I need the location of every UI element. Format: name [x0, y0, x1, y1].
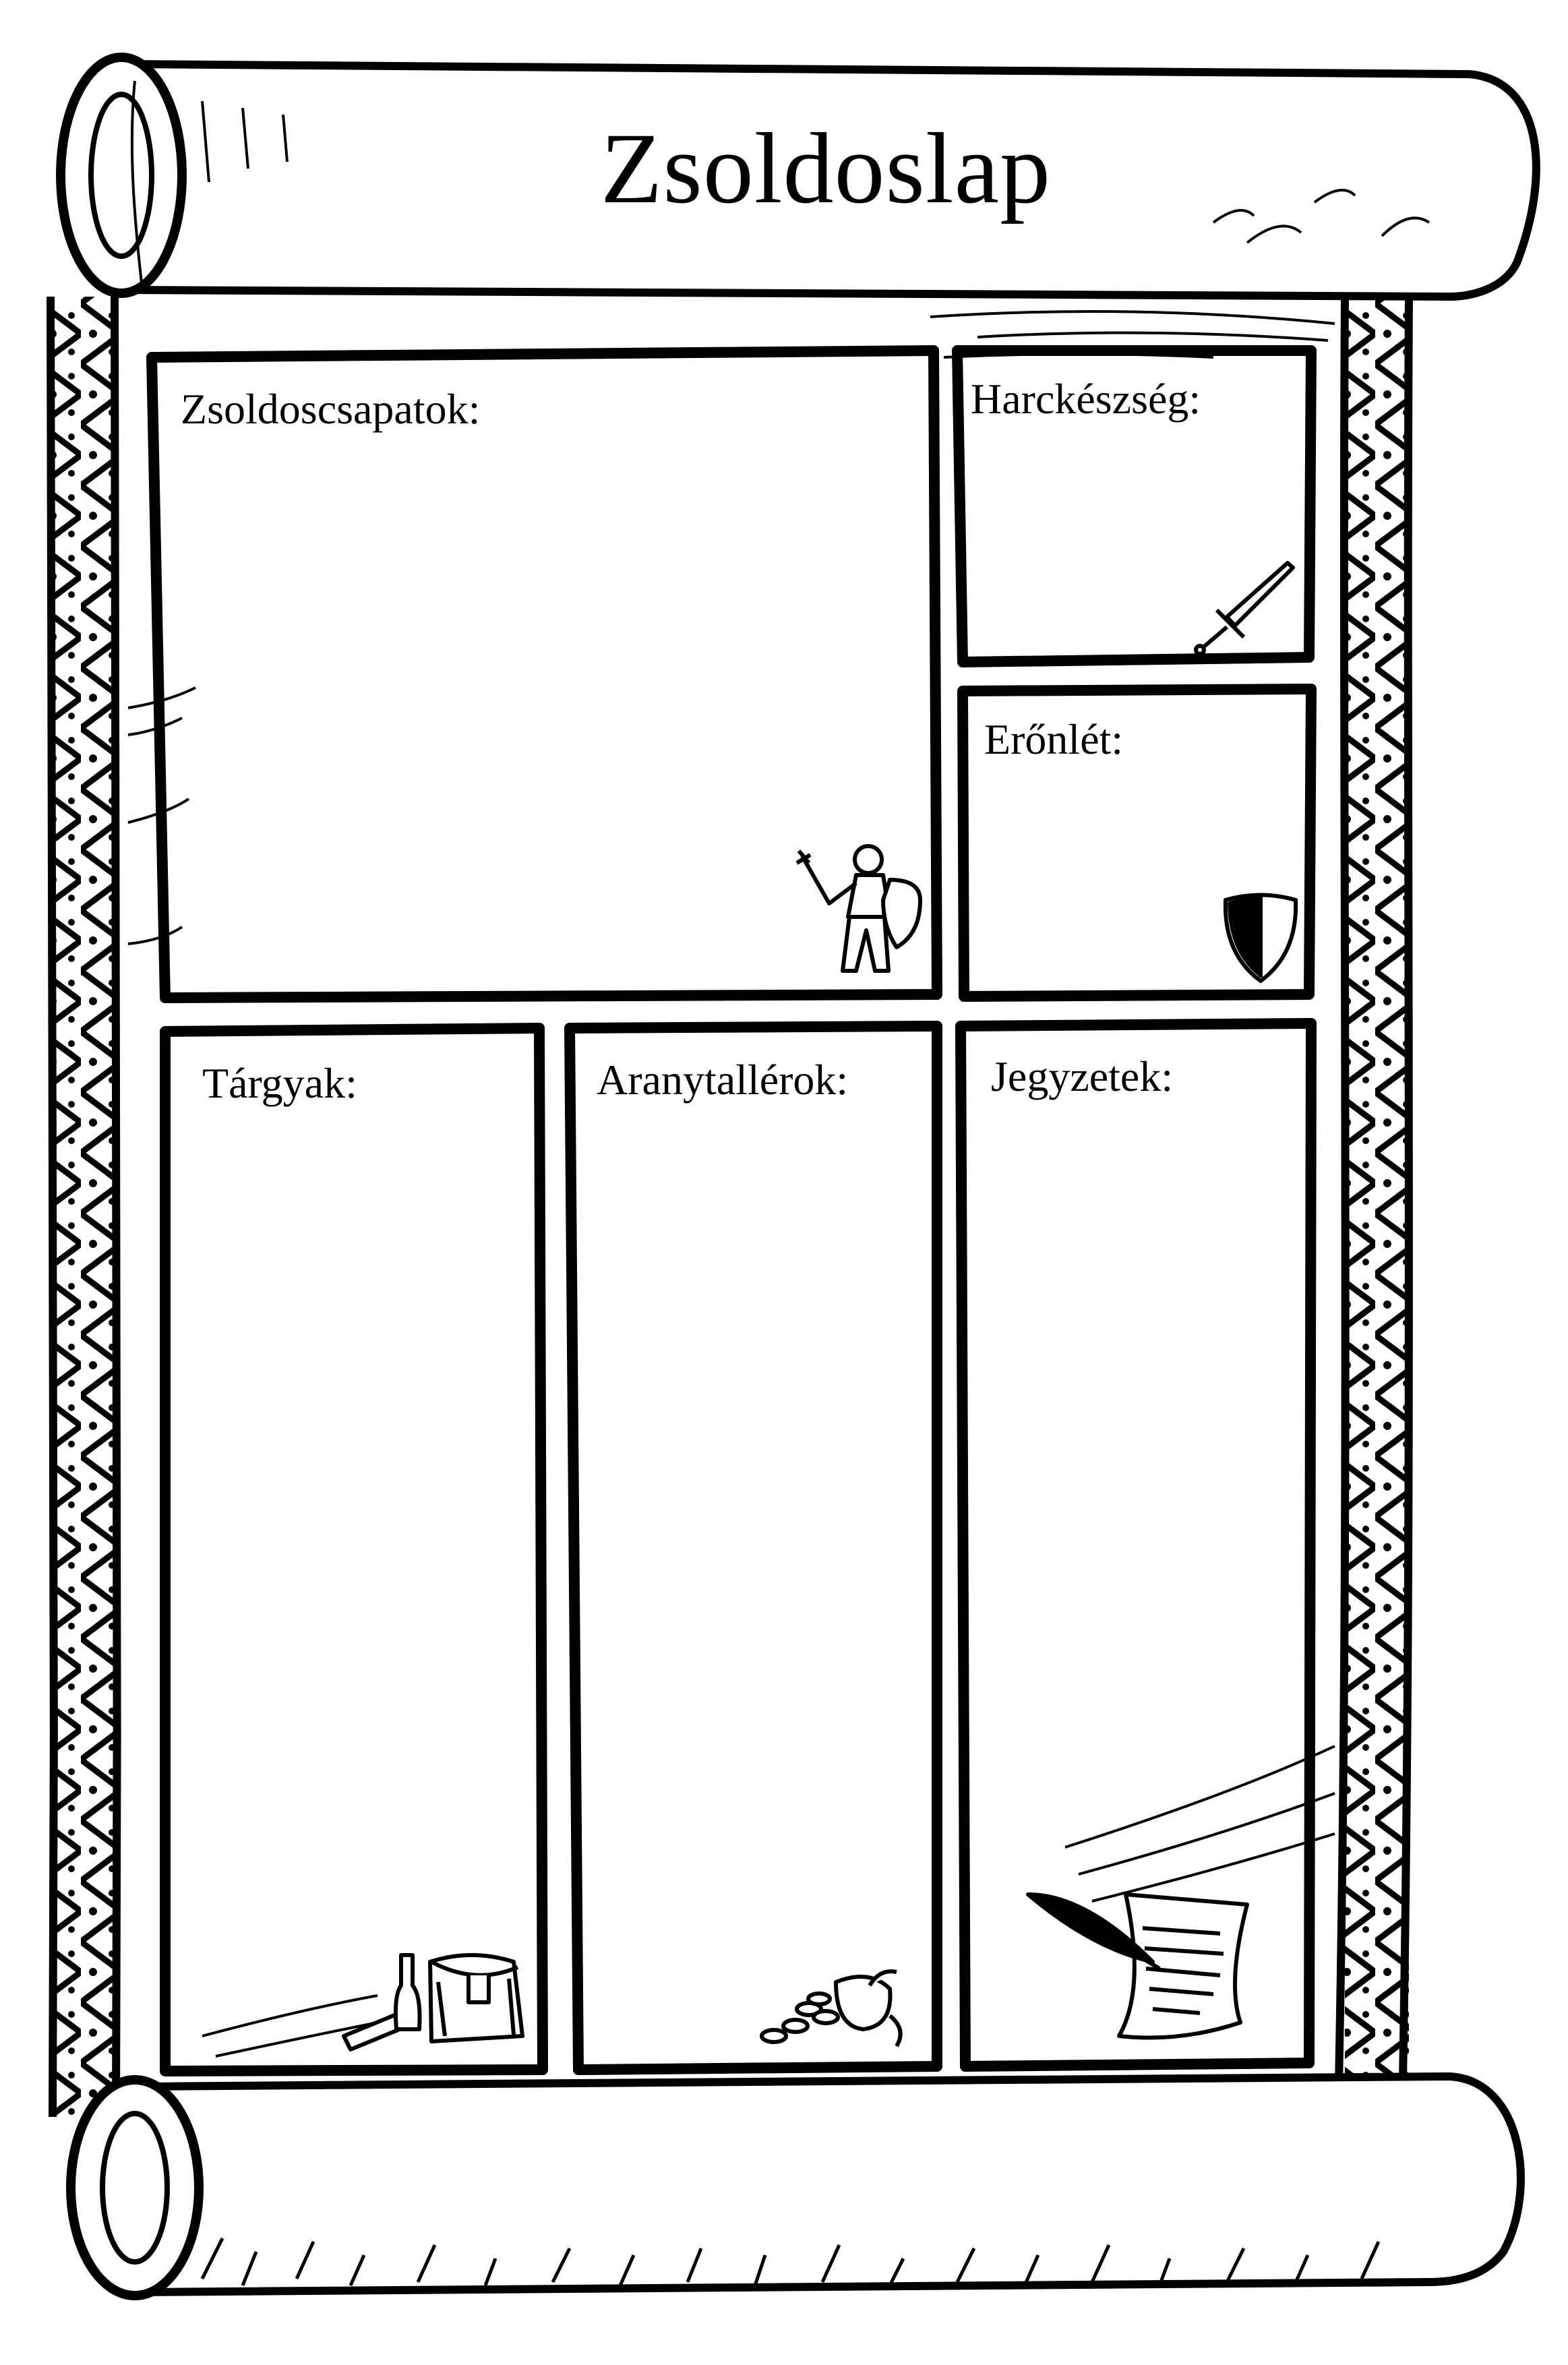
items-field[interactable] — [177, 1119, 531, 2056]
sword-icon — [1194, 561, 1295, 654]
knight-with-sword-and-shield-icon — [795, 844, 922, 973]
box-items — [160, 1023, 548, 2076]
box-gold — [564, 1021, 942, 2075]
box-stamina — [957, 684, 1317, 1002]
panel-boxes — [146, 345, 1317, 2076]
shield-icon — [1223, 893, 1298, 983]
box-combat-skill — [952, 345, 1317, 667]
gold-field[interactable] — [586, 1119, 927, 2056]
mercenaries-label: Zsoldoscsapatok: — [181, 385, 481, 433]
page-title: Zsoldoslap — [600, 113, 1052, 224]
coin-pouch-icon — [760, 1969, 903, 2047]
items-label: Tárgyak: — [202, 1059, 357, 1107]
top-roll — [56, 53, 1540, 301]
combat-skill-label: Harckészség: — [971, 375, 1201, 423]
satchel-and-bottle-icon — [342, 1953, 524, 2052]
left-border-band — [45, 296, 121, 2118]
quill-and-paper-icon — [1026, 1892, 1249, 2040]
bottom-roll — [66, 2072, 1525, 2300]
box-notes — [955, 1018, 1317, 2072]
box-mercenaries — [146, 345, 942, 1003]
right-border-band — [1334, 296, 1413, 2118]
notes-label: Jegyzetek: — [991, 1052, 1174, 1100]
stamina-label: Erőnlét: — [984, 715, 1124, 763]
gold-label: Aranytallérok: — [597, 1056, 849, 1104]
